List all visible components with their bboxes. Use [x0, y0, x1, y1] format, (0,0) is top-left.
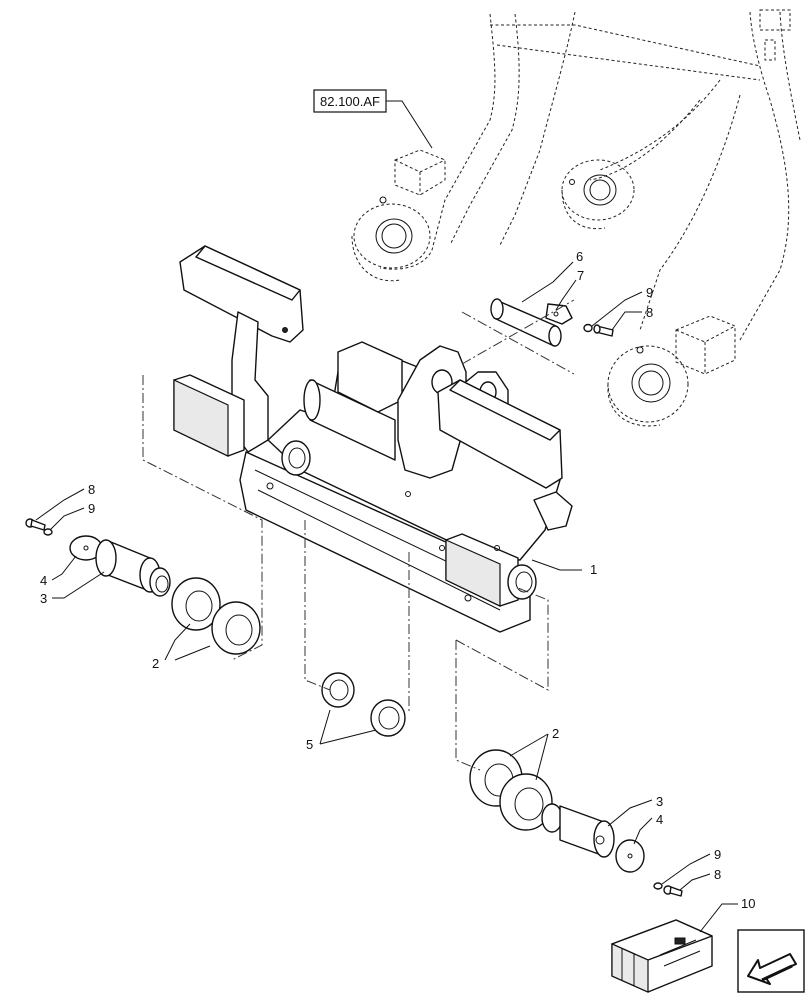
callout-9-right[interactable]: 9: [714, 847, 721, 862]
callout-labels: 1 2 2 3 3 4 4 5 6 7 8 8 8 9 9 9 10: [40, 249, 755, 911]
callout-8-right[interactable]: 8: [714, 867, 721, 882]
right-pin-assembly: [469, 749, 683, 897]
plate-part-7: [545, 303, 573, 325]
coupler-frame: [173, 245, 573, 633]
callout-3-right[interactable]: 3: [656, 794, 663, 809]
callout-1[interactable]: 1: [590, 562, 597, 577]
callout-8-upper[interactable]: 8: [646, 305, 653, 320]
callout-8-left[interactable]: 8: [88, 482, 95, 497]
callout-2-left[interactable]: 2: [152, 656, 159, 671]
callout-4-right[interactable]: 4: [656, 812, 663, 827]
bolt-upper: [583, 323, 614, 337]
nuts-part-5: [321, 672, 406, 737]
arrow-down-left-icon[interactable]: [737, 929, 805, 993]
callout-3-left[interactable]: 3: [40, 591, 47, 606]
callout-9-upper[interactable]: 9: [646, 285, 653, 300]
callout-9-left[interactable]: 9: [88, 501, 95, 516]
reference-label[interactable]: 82.100.AF: [313, 89, 433, 149]
callout-10[interactable]: 10: [741, 896, 755, 911]
callout-6[interactable]: 6: [576, 249, 583, 264]
left-pin-assembly: [25, 518, 261, 655]
callout-7[interactable]: 7: [577, 268, 584, 283]
callout-2-right[interactable]: 2: [552, 726, 559, 741]
callout-5[interactable]: 5: [306, 737, 313, 752]
callout-4-left[interactable]: 4: [40, 573, 47, 588]
loader-arms-phantom: [351, 9, 801, 427]
leader-lines: [35, 261, 738, 933]
kit-box-icon: [611, 919, 713, 993]
pin-part-6: [490, 298, 562, 347]
reference-label-text: 82.100.AF: [320, 94, 380, 109]
